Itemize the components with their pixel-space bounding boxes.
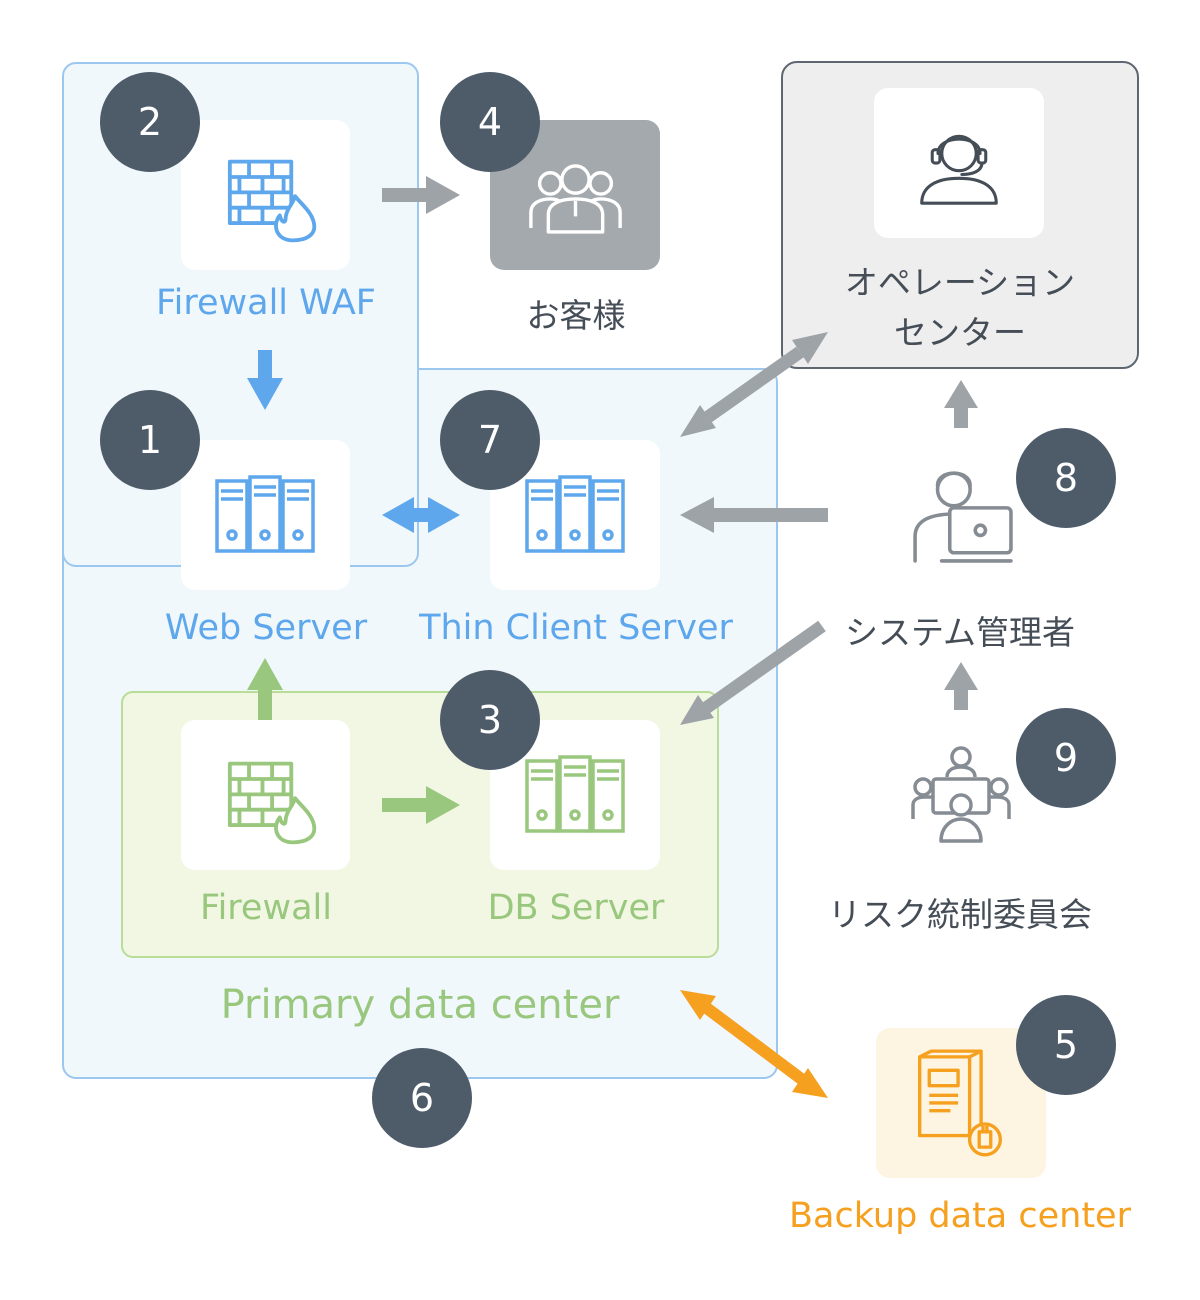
people-group-icon [529,164,622,234]
badge-6: 6 [372,1048,472,1148]
backup-data-center-label: Backup data center [789,1196,1131,1236]
badge-5: 5 [1016,995,1116,1095]
arrow-waf-to-customers [382,176,460,214]
badge-9: 9 [1016,708,1116,808]
firewall-waf-tile [181,120,350,270]
arrow-firewall-to-db [382,786,460,824]
arrow-web-thin-bidirectional [382,497,460,533]
firewall-waf-label: Firewall WAF [156,283,376,323]
badge-1: 1 [100,390,200,490]
arrow-primary-backup-bidirectional [680,990,828,1098]
headset-operator-icon [920,134,998,205]
operation-center-label-line2: センター [894,313,1026,352]
firewall-icon [227,159,317,243]
badge-8: 8 [1016,428,1116,528]
operation-center-label-line1: オペレーション [844,263,1076,302]
arrow-waf-to-web [247,350,283,410]
badge-3: 3 [440,670,540,770]
web-server-label: Web Server [164,608,368,648]
risk-committee-label: リスク統制委員会 [828,895,1092,934]
backup-server-icon [918,1049,1002,1157]
server-rack-icon [215,475,315,553]
server-rack-icon [525,475,625,553]
operator-tile [874,88,1044,238]
arrow-admin-to-thin [680,497,828,533]
firewall-icon [227,761,317,845]
badge-7: 7 [440,390,540,490]
arrow-thin-operation-bidirectional [680,332,828,437]
firewall-label: Firewall [200,888,332,928]
system-admin-label: システム管理者 [844,613,1075,652]
server-rack-icon [525,755,625,833]
badge-4: 4 [440,72,540,172]
arrow-admin-to-operation [944,380,978,428]
customers-label: お客様 [526,296,626,335]
arrow-admin-to-db [680,620,826,725]
thin-client-server-label: Thin Client Server [419,608,733,648]
primary-data-center-label: Primary data center [220,982,620,1028]
arrow-committee-to-admin [944,662,978,710]
meeting-icon [911,746,1011,843]
web-server-tile [181,440,350,590]
db-server-label: DB Server [487,888,665,928]
admin-laptop-icon [913,471,1013,563]
badge-2: 2 [100,72,200,172]
arrow-firewall-to-web [247,658,283,720]
